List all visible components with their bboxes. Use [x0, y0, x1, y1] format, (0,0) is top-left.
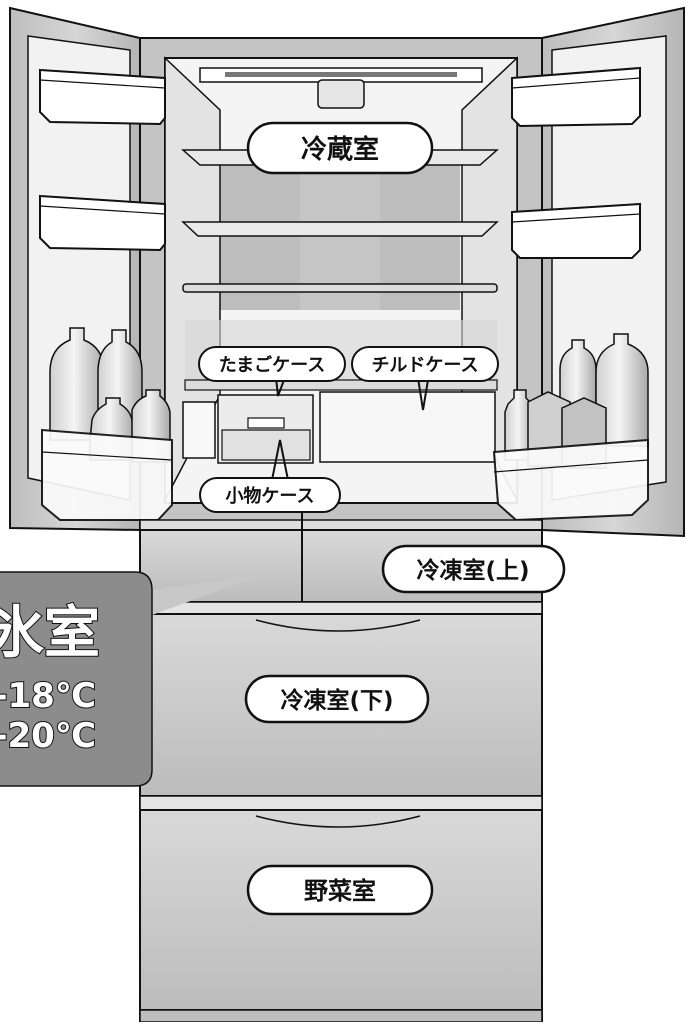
ice-room-temp-1: -18℃	[0, 676, 96, 716]
door-bin-left-middle	[39, 194, 166, 252]
label-egg-case: たまごケース	[198, 346, 346, 382]
svg-text:冷凍室(上): 冷凍室(上)	[416, 557, 529, 584]
svg-text:小物ケース: 小物ケース	[225, 485, 314, 507]
label-chilled-case: チルドケース	[351, 346, 499, 382]
door-pocket-right	[492, 438, 649, 522]
label-fridge: 冷蔵室	[246, 121, 434, 175]
ice-room-title: 氷室	[0, 601, 100, 666]
door-pocket-left	[41, 428, 173, 521]
right-door	[492, 6, 685, 538]
door-bin-right-top	[511, 66, 641, 128]
svg-text:たまごケース: たまごケース	[219, 354, 326, 376]
left-door	[9, 6, 173, 532]
door-bin-right-middle	[511, 202, 641, 259]
svg-text:冷凍室(下): 冷凍室(下)	[280, 687, 393, 714]
label-small-items-case: 小物ケース	[199, 477, 341, 513]
svg-text:チルドケース: チルドケース	[371, 355, 478, 376]
label-freezer-upper: 冷凍室(上)	[381, 544, 566, 594]
door-bin-left-top	[39, 68, 166, 126]
label-freezer-lower: 冷凍室(下)	[244, 674, 430, 724]
bottles-right	[504, 333, 649, 469]
svg-text:野菜室: 野菜室	[304, 877, 376, 905]
ice-room-panel: 氷室 -18℃ -20℃	[0, 571, 262, 787]
ice-room-temp-2: -20℃	[0, 716, 96, 756]
callout-pointers	[271, 377, 429, 481]
label-vegetable: 野菜室	[246, 864, 434, 916]
svg-text:冷蔵室: 冷蔵室	[301, 134, 379, 165]
